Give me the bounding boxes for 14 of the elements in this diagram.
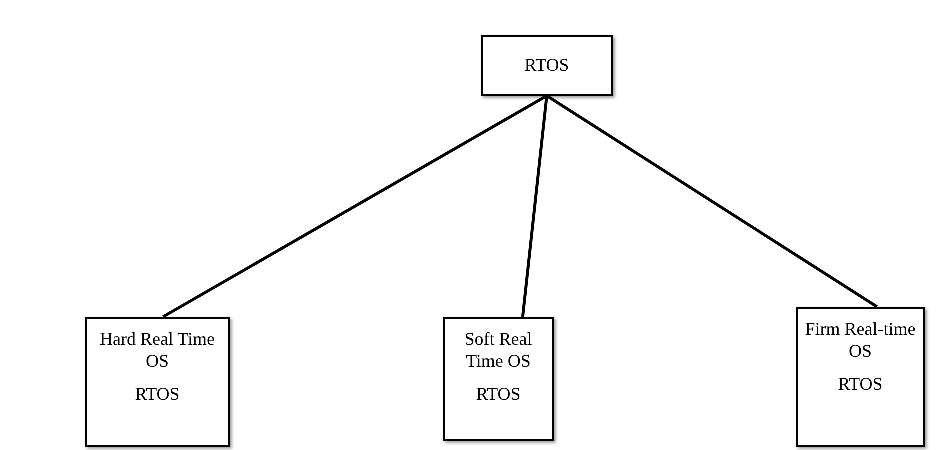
connector-line [521,96,548,318]
node-title: Hard Real Time OS [99,329,216,372]
node-box [481,35,613,96]
node-box [796,307,925,447]
node-subtitle: RTOS [135,384,180,406]
node-box [85,317,230,447]
node-subtitle: RTOS [476,384,521,406]
node-title: Soft Real Time OS [464,329,534,372]
node-title: RTOS [524,54,570,76]
node-subtitle: RTOS [838,374,883,396]
connector-line [162,94,548,318]
node-box [443,317,554,441]
connector-line [546,94,878,308]
node-title: Firm Real-time OS [804,319,917,362]
